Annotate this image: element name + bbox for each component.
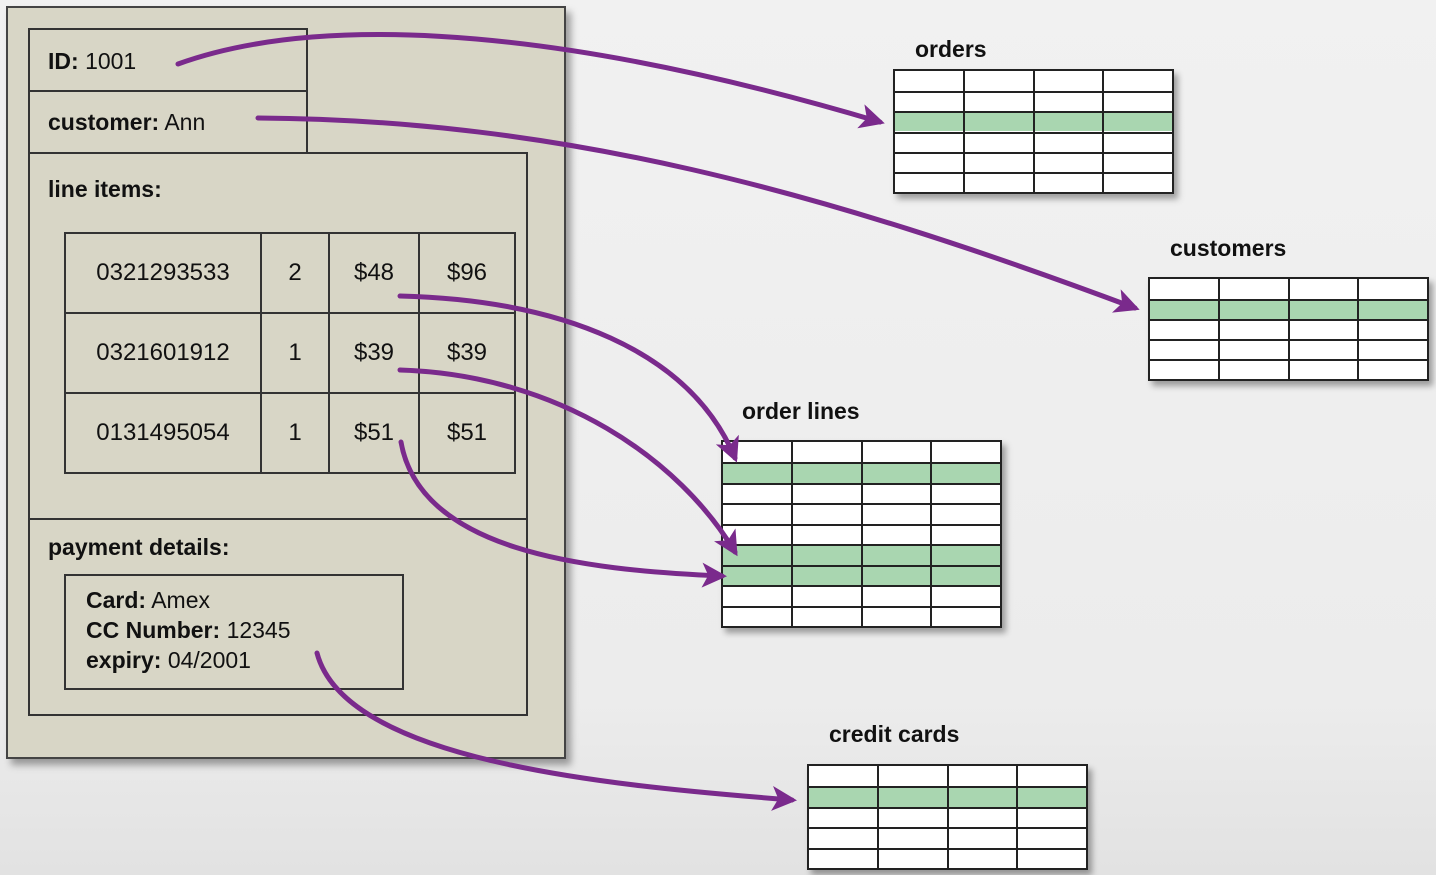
table-column-divider xyxy=(791,442,794,626)
line-item-cell: $51 xyxy=(418,392,516,474)
table-column-divider xyxy=(1356,279,1359,379)
card-field: Card: Amex xyxy=(86,587,210,613)
cc-number-field: CC Number: 12345 xyxy=(86,617,291,643)
line-item-cell: 2 xyxy=(260,232,330,314)
table-column-divider xyxy=(946,766,949,868)
customers-table xyxy=(1148,277,1429,381)
table-column-divider xyxy=(1032,71,1035,192)
order-lines-table xyxy=(721,440,1002,628)
line-item-cell: $51 xyxy=(328,392,420,474)
aggregate-document: ID: 1001 customer: Ann line items: 03212… xyxy=(6,6,566,759)
customer-value: Ann xyxy=(164,109,206,135)
line-item-cell: $96 xyxy=(418,232,516,314)
order-lines-table-name: order lines xyxy=(742,398,860,424)
id-field-box: ID: 1001 xyxy=(28,28,308,92)
payment-details-box: payment details: Card: Amex CC Number: 1… xyxy=(28,518,528,716)
credit-cards-table-name: credit cards xyxy=(829,721,960,747)
table-column-divider xyxy=(929,442,932,626)
id-key: ID: xyxy=(48,48,79,74)
line-items-label: line items: xyxy=(48,176,162,202)
customer-field: customer: Ann xyxy=(48,111,205,134)
table-column-divider xyxy=(1015,766,1018,868)
credit-cards-table xyxy=(807,764,1088,870)
expiry-field: expiry: 04/2001 xyxy=(86,647,251,673)
table-column-divider xyxy=(877,766,880,868)
card-details-box: Card: Amex CC Number: 12345 expiry: 04/2… xyxy=(64,574,404,690)
customer-field-box: customer: Ann xyxy=(28,90,308,154)
table-column-divider xyxy=(1287,279,1290,379)
line-item-cell: 0321601912 xyxy=(64,312,262,394)
customers-table-name: customers xyxy=(1170,235,1287,261)
line-item-cell: 0321293533 xyxy=(64,232,262,314)
customer-key: customer: xyxy=(48,109,160,135)
payment-details-label: payment details: xyxy=(48,534,230,560)
table-column-divider xyxy=(963,71,966,192)
id-value: 1001 xyxy=(85,48,137,74)
table-column-divider xyxy=(1218,279,1221,379)
orders-table xyxy=(893,69,1174,194)
table-column-divider xyxy=(1101,71,1104,192)
line-item-cell: 1 xyxy=(260,312,330,394)
table-column-divider xyxy=(860,442,863,626)
id-field: ID: 1001 xyxy=(48,50,136,73)
orders-table-name: orders xyxy=(915,36,987,62)
line-item-cell: $48 xyxy=(328,232,420,314)
line-item-cell: $39 xyxy=(328,312,420,394)
line-item-cell: 0131495054 xyxy=(64,392,262,474)
line-item-cell: 1 xyxy=(260,392,330,474)
line-item-cell: $39 xyxy=(418,312,516,394)
